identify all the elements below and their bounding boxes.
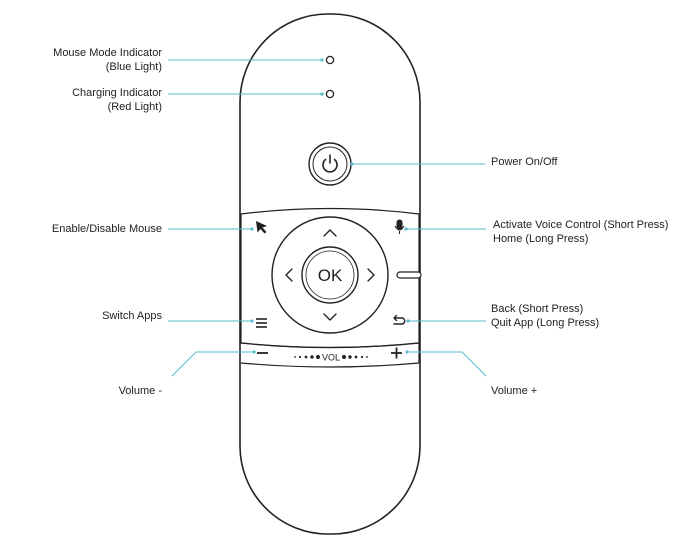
label-back: Back (Short Press) Quit App (Long Press)	[491, 303, 600, 329]
leader-dots	[250, 58, 410, 354]
chevron-left-icon	[285, 268, 293, 282]
side-rocker	[396, 271, 422, 279]
chevron-down-icon	[323, 313, 337, 321]
chevron-up-icon	[323, 229, 337, 237]
label-enable-disable-mouse: Enable/Disable Mouse	[51, 223, 162, 235]
menu-icon	[256, 318, 267, 328]
charging-indicator-light	[325, 89, 335, 99]
label-charging-indicator: Charging Indicator (Red Light)	[72, 87, 162, 113]
label-volume-up: Volume +	[491, 385, 538, 397]
volume-dots-right	[342, 355, 368, 359]
volume-strip	[240, 342, 420, 368]
volume-dots-left	[294, 355, 320, 359]
label-switch-apps: Switch Apps	[102, 310, 162, 322]
label-mouse-mode-indicator: Mouse Mode Indicator (Blue Light)	[53, 47, 162, 73]
label-power: Power On/Off	[491, 156, 558, 168]
back-icon	[393, 314, 406, 325]
leader-volume-down	[171, 351, 254, 377]
mouse-mode-indicator-light	[325, 55, 335, 65]
power-button	[308, 142, 352, 186]
power-icon	[322, 154, 338, 173]
cursor-icon	[256, 221, 267, 234]
ok-button-label: OK	[318, 266, 343, 285]
volume-plus-icon	[391, 347, 402, 359]
leader-volume-up	[407, 351, 487, 377]
microphone-icon	[394, 219, 405, 234]
leader-lines	[168, 59, 487, 377]
chevron-right-icon	[367, 268, 375, 282]
vol-label: VOL	[322, 353, 340, 363]
label-volume-down: Volume -	[118, 385, 162, 397]
label-voice-control: Activate Voice Control (Short Press) Hom…	[493, 219, 669, 245]
dpad	[271, 216, 389, 334]
